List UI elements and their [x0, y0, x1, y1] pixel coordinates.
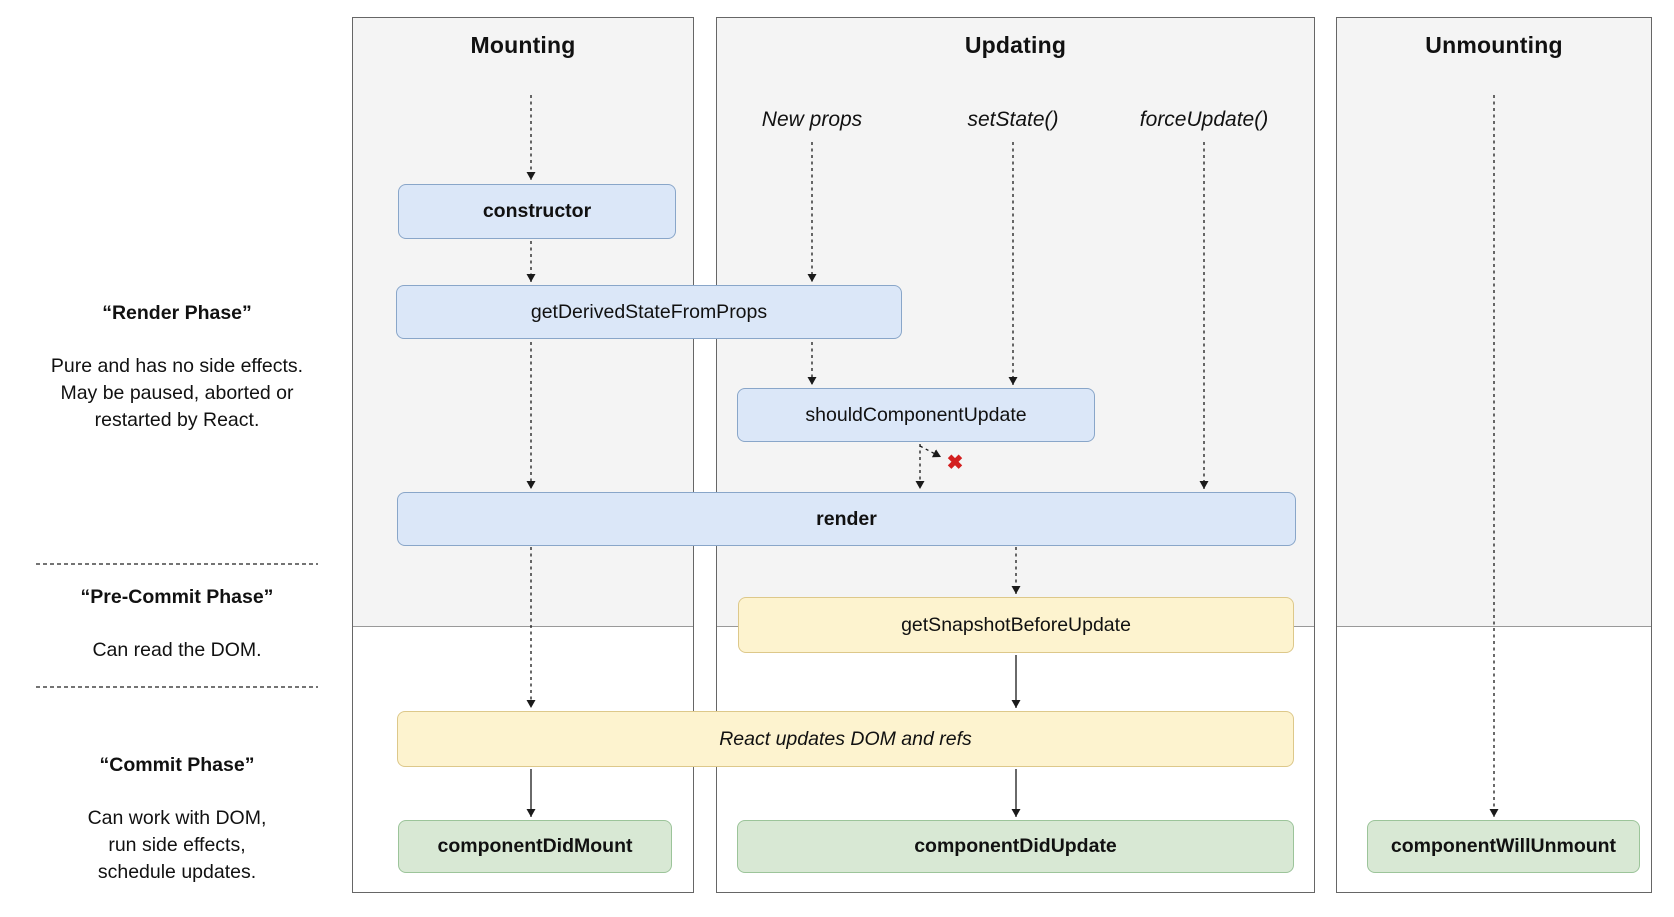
- render-box[interactable]: render: [397, 492, 1296, 546]
- react-updates-dom-box: React updates DOM and refs: [397, 711, 1294, 767]
- setstate-label: setState(): [967, 108, 1059, 131]
- render-phase-title: “Render Phase”: [102, 302, 252, 324]
- pre-commit-phase-annotation: “Pre-Commit Phase” Can read the DOM.: [27, 584, 327, 664]
- constructor-box[interactable]: constructor: [398, 184, 676, 239]
- pre-commit-phase-line: Can read the DOM.: [92, 639, 262, 661]
- column-unmounting-title: Unmounting: [1425, 32, 1563, 58]
- render-phase-line: Pure and has no side effects.: [50, 355, 304, 377]
- pre-commit-phase-title: “Pre-Commit Phase”: [80, 586, 274, 608]
- commit-phase-line: run side effects,: [108, 834, 246, 856]
- halt-x-icon: ✖: [946, 452, 964, 474]
- forceupdate-label: forceUpdate(): [1139, 108, 1269, 131]
- render-phase-line: May be paused, aborted or: [60, 382, 294, 404]
- componentdidupdate-box[interactable]: componentDidUpdate: [737, 820, 1294, 873]
- render-phase-shading: [1337, 18, 1651, 627]
- componentwillunmount-box[interactable]: componentWillUnmount: [1367, 820, 1640, 873]
- render-phase-line: restarted by React.: [94, 409, 260, 431]
- column-updating-title: Updating: [964, 32, 1067, 58]
- commit-phase-line: schedule updates.: [97, 861, 257, 883]
- shouldcomponentupdate-box[interactable]: shouldComponentUpdate: [737, 388, 1095, 442]
- render-phase-annotation: “Render Phase” Pure and has no side effe…: [27, 300, 327, 434]
- commit-phase-title: “Commit Phase”: [99, 754, 255, 776]
- componentdidmount-box[interactable]: componentDidMount: [398, 820, 672, 873]
- column-mounting-title: Mounting: [470, 32, 576, 58]
- column-unmounting: Unmounting: [1336, 17, 1652, 893]
- commit-phase-annotation: “Commit Phase” Can work with DOM, run si…: [27, 752, 327, 886]
- commit-phase-line: Can work with DOM,: [87, 807, 267, 829]
- new-props-label: New props: [761, 108, 863, 131]
- getderivedstatefromprops-box[interactable]: getDerivedStateFromProps: [396, 285, 902, 339]
- getsnapshotbeforeupdate-box[interactable]: getSnapshotBeforeUpdate: [738, 597, 1294, 653]
